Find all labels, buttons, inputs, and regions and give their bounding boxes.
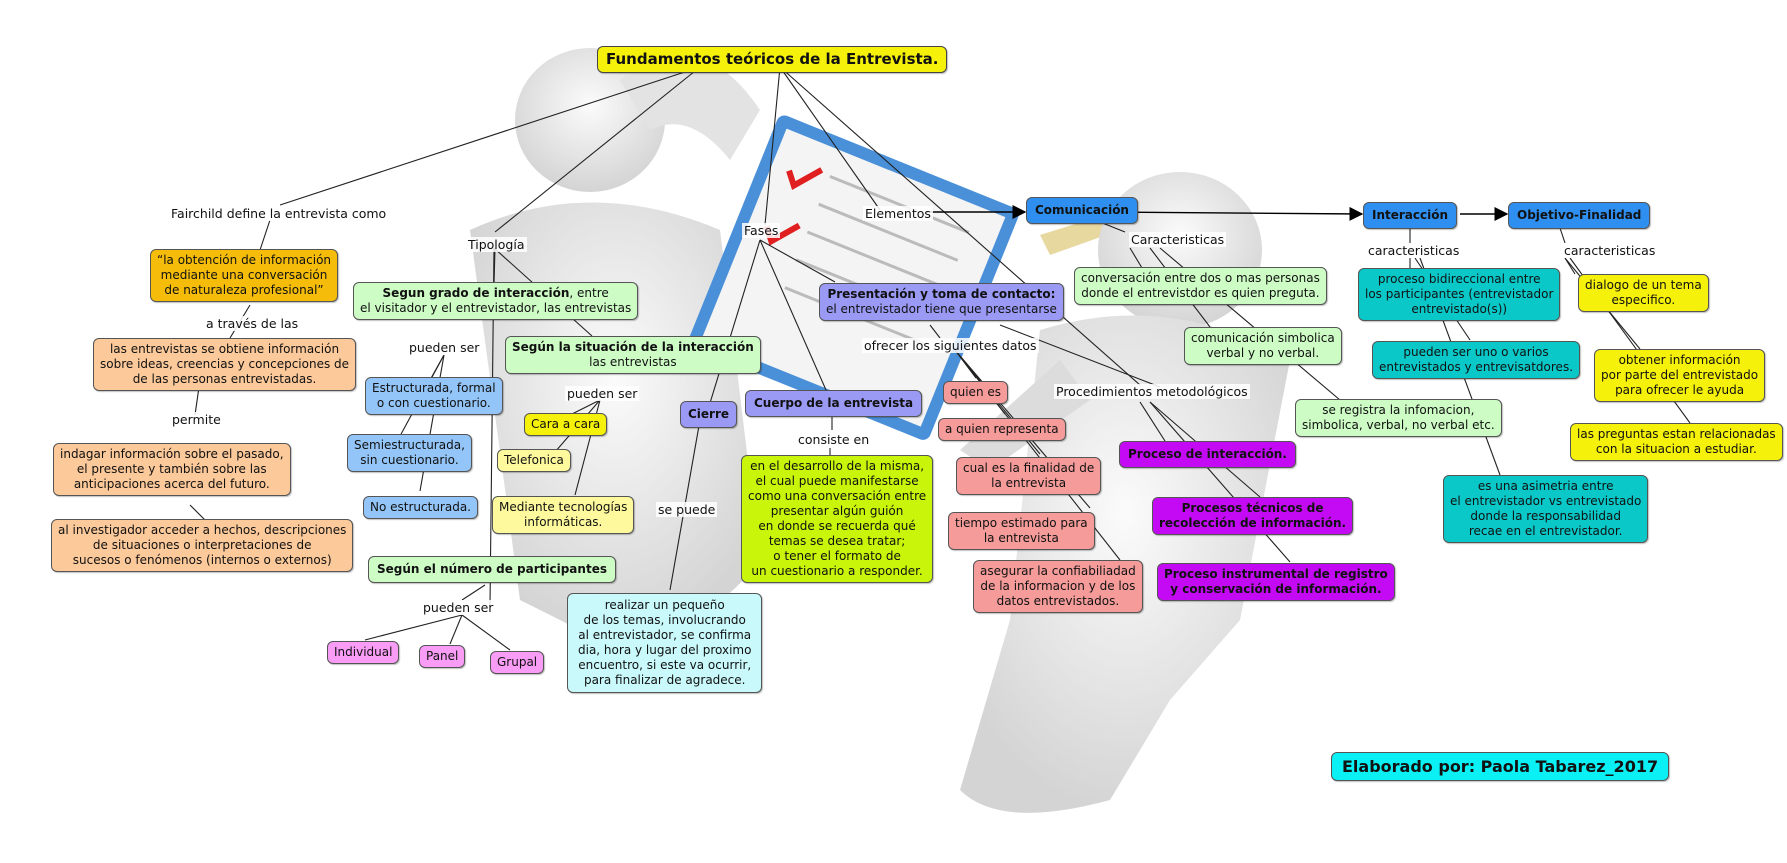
label-elementos: Elementos: [863, 206, 933, 221]
node-indagar: indagar información sobre el pasado,el p…: [53, 443, 291, 496]
node-comunicacion: Comunicación: [1026, 197, 1138, 224]
node-cara-a-cara: Cara a cara: [524, 413, 608, 436]
node-a-quien-representa: a quien representa: [938, 418, 1066, 441]
node-semiestructurada: Semiestructurada,sin cuestionario.: [347, 434, 472, 472]
label-pueden-ser-grado: pueden ser: [407, 340, 482, 355]
node-interaccion: Interacción: [1363, 202, 1458, 229]
node-investigador: al investigador acceder a hechos, descri…: [51, 519, 354, 572]
label-ofrecer-datos: ofrecer los siguientes datos: [862, 338, 1039, 353]
node-proceso-interaccion: Proceso de interacción.: [1119, 441, 1296, 468]
credit-label: Elaborado por: Paola Tabarez_2017: [1331, 752, 1670, 781]
node-quien-es: quien es: [943, 381, 1008, 404]
node-comunicacion-c3: se registra la infomacion,simbolica, ver…: [1295, 399, 1502, 437]
node-grupal: Grupal: [490, 651, 545, 674]
node-grado-interaccion: Segun grado de interacción, entre el vis…: [353, 282, 639, 320]
node-presentacion: Presentación y toma de contacto:el entre…: [819, 283, 1064, 321]
label-caracteristicas-objetivo: caracteristicas: [1562, 243, 1658, 258]
node-numero-participantes: Según el número de participantes: [368, 556, 616, 583]
label-pueden-ser-participantes: pueden ser: [421, 600, 496, 615]
label-tipologia: Tipología: [466, 237, 527, 252]
label-se-puede: se puede: [656, 502, 718, 517]
label-pueden-ser-situacion: pueden ser: [565, 386, 640, 401]
label-fairchild: Fairchild define la entrevista como: [169, 206, 389, 221]
node-individual: Individual: [327, 641, 400, 664]
label-fases: Fases: [742, 223, 781, 238]
node-cuerpo-entrevista: Cuerpo de la entrevista: [745, 390, 923, 417]
label-caracteristicas-interaccion: caracteristicas: [1366, 243, 1462, 258]
label-a-traves: a través de las: [204, 316, 301, 331]
node-cierre: Cierre: [680, 401, 738, 428]
label-consiste-en: consiste en: [796, 432, 872, 447]
node-telefonica: Telefonica: [497, 449, 571, 472]
map-title: Fundamentos teóricos de la Entrevista.: [597, 46, 948, 73]
node-cuerpo-desc: en el desarrollo de la misma,el cual pue…: [741, 455, 934, 583]
node-no-estructurada: No estructurada.: [363, 496, 478, 519]
label-procedimientos: Procedimientos metodológicos: [1054, 384, 1250, 399]
node-panel: Panel: [419, 645, 466, 668]
node-objetivo-finalidad: Objetivo-Finalidad: [1508, 202, 1651, 229]
label-permite: permite: [170, 412, 223, 427]
label-caracteristicas-comunicacion: Caracteristicas: [1129, 232, 1227, 247]
